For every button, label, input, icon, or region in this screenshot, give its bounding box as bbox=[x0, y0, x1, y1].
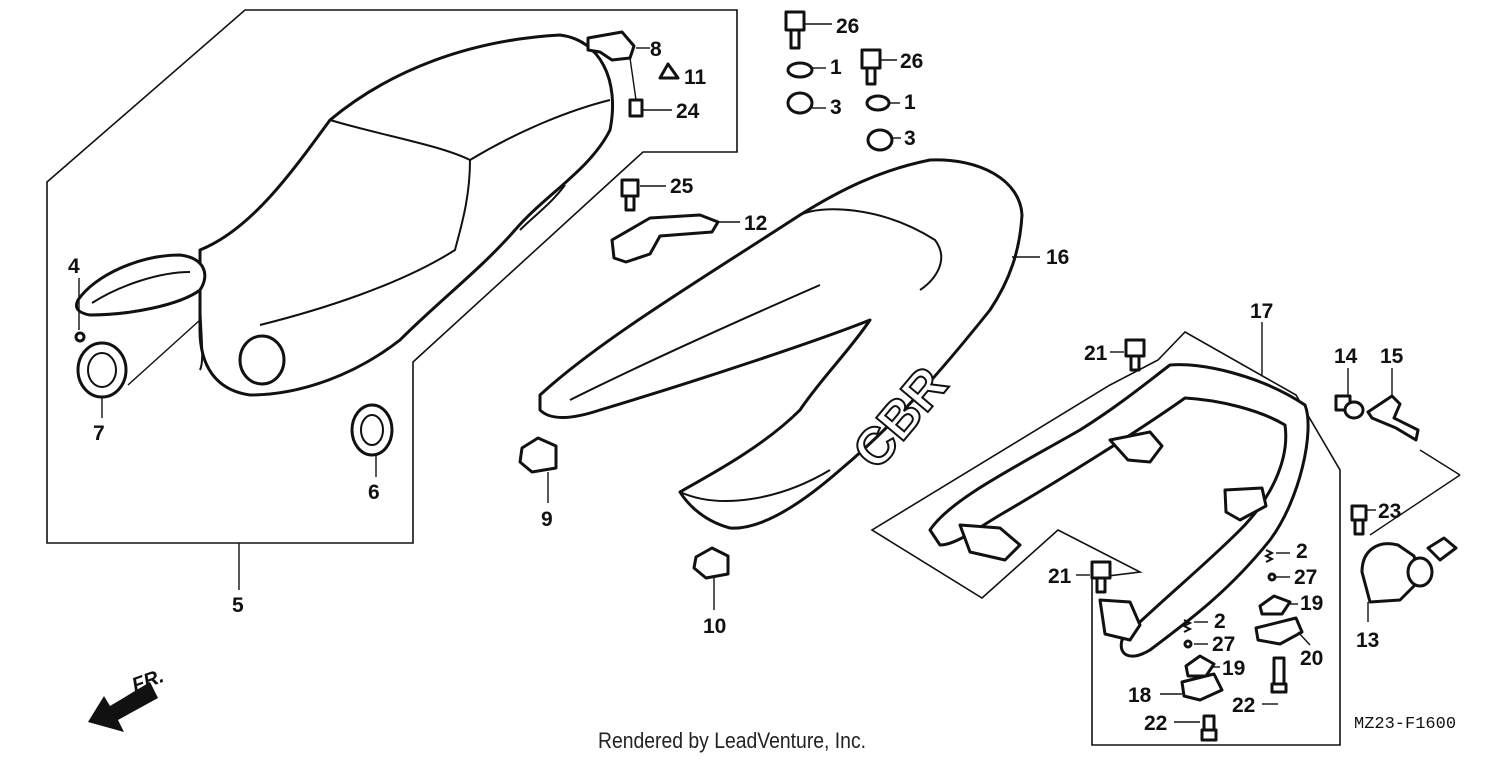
nut-part-19-b[interactable] bbox=[1184, 654, 1216, 678]
rear-cowl[interactable]: CBR bbox=[538, 158, 1024, 530]
bolt-part-25[interactable] bbox=[620, 178, 640, 212]
callout-1-b: 1 bbox=[904, 91, 916, 114]
bolt-part-21-b[interactable] bbox=[1090, 560, 1112, 594]
nut-part-19-a[interactable] bbox=[1258, 594, 1292, 616]
bolt-part-22-b[interactable] bbox=[1200, 714, 1218, 742]
bolt-part-22-a[interactable] bbox=[1270, 656, 1288, 694]
callout-1-a: 1 bbox=[830, 56, 842, 79]
callout-2-a: 2 bbox=[1296, 540, 1308, 563]
washer-part-4[interactable] bbox=[74, 331, 86, 343]
collar-part-1-a[interactable] bbox=[786, 61, 814, 79]
seat[interactable] bbox=[75, 33, 615, 397]
nut-part-11[interactable] bbox=[658, 62, 680, 80]
callout-10: 10 bbox=[703, 615, 726, 638]
callout-25: 25 bbox=[670, 175, 694, 198]
grommet-part-6[interactable] bbox=[350, 403, 394, 457]
grab-rail[interactable] bbox=[928, 363, 1310, 658]
callout-16: 16 bbox=[1046, 246, 1069, 269]
seat-group-outline bbox=[46, 9, 738, 544]
bolt-part-26-b[interactable] bbox=[860, 48, 882, 86]
bolt-part-24[interactable] bbox=[628, 57, 672, 118]
ball-part-27-b[interactable] bbox=[1183, 639, 1193, 649]
rubber-part-3-b[interactable] bbox=[866, 128, 894, 152]
rubber-part-10[interactable] bbox=[692, 546, 730, 580]
rubber-part-9[interactable] bbox=[518, 436, 558, 474]
grab-rail-group-outline bbox=[870, 330, 1341, 746]
bracket-part-20[interactable] bbox=[1254, 616, 1304, 646]
diagram-code: MZ23-F1600 bbox=[1354, 715, 1457, 734]
bolt-part-26-a[interactable] bbox=[784, 10, 806, 50]
callout-22-a: 22 bbox=[1232, 694, 1255, 717]
callout-14: 14 bbox=[1334, 345, 1358, 368]
callout-7: 7 bbox=[93, 422, 105, 445]
bolt-part-23[interactable] bbox=[1350, 504, 1368, 536]
callout-15: 15 bbox=[1380, 345, 1404, 368]
callout-23: 23 bbox=[1378, 500, 1401, 523]
callout-2-b: 2 bbox=[1214, 610, 1226, 633]
callout-24: 24 bbox=[676, 100, 700, 123]
callout-27-b: 27 bbox=[1212, 633, 1235, 656]
callout-19-a: 19 bbox=[1300, 592, 1323, 615]
collar-part-1-b[interactable] bbox=[865, 94, 891, 112]
grommet-part-7[interactable] bbox=[76, 341, 128, 399]
seat-lock-part-13[interactable] bbox=[1360, 536, 1458, 604]
callout-26-a: 26 bbox=[836, 15, 859, 38]
callout-8: 8 bbox=[650, 38, 662, 61]
callout-17: 17 bbox=[1250, 300, 1273, 323]
callout-5: 5 bbox=[232, 594, 244, 617]
spring-part-2-a[interactable] bbox=[1263, 549, 1275, 563]
callout-26-b: 26 bbox=[900, 50, 923, 73]
front-direction-arrow bbox=[88, 682, 158, 732]
callout-21-b: 21 bbox=[1048, 565, 1072, 588]
callout-3-a: 3 bbox=[830, 96, 842, 119]
bracket-part-18[interactable] bbox=[1180, 672, 1224, 702]
bolt-part-14[interactable] bbox=[1334, 394, 1365, 420]
callout-19-b: 19 bbox=[1222, 657, 1245, 680]
bolt-part-21-a[interactable] bbox=[1124, 338, 1146, 372]
callout-3-b: 3 bbox=[904, 127, 916, 150]
callout-21-a: 21 bbox=[1084, 342, 1108, 365]
bracket-part-12[interactable] bbox=[610, 213, 720, 264]
render-credit: Rendered by LeadVenture, Inc. bbox=[598, 728, 867, 753]
callout-20: 20 bbox=[1300, 647, 1323, 670]
rubber-part-3-a[interactable] bbox=[786, 91, 814, 115]
bracket-part-8[interactable] bbox=[586, 30, 636, 62]
callout-6: 6 bbox=[368, 481, 380, 504]
callout-13: 13 bbox=[1356, 629, 1379, 652]
cable-part-15[interactable] bbox=[1366, 394, 1420, 442]
spring-part-2-b[interactable] bbox=[1181, 619, 1193, 633]
callout-11: 11 bbox=[684, 66, 707, 89]
callout-9: 9 bbox=[541, 508, 553, 531]
ball-part-27-a[interactable] bbox=[1267, 572, 1277, 582]
callout-22-b: 22 bbox=[1144, 712, 1167, 735]
callout-18: 18 bbox=[1128, 684, 1152, 707]
callout-27-a: 27 bbox=[1294, 566, 1317, 589]
callout-4: 4 bbox=[68, 255, 80, 278]
callout-12: 12 bbox=[744, 212, 767, 235]
